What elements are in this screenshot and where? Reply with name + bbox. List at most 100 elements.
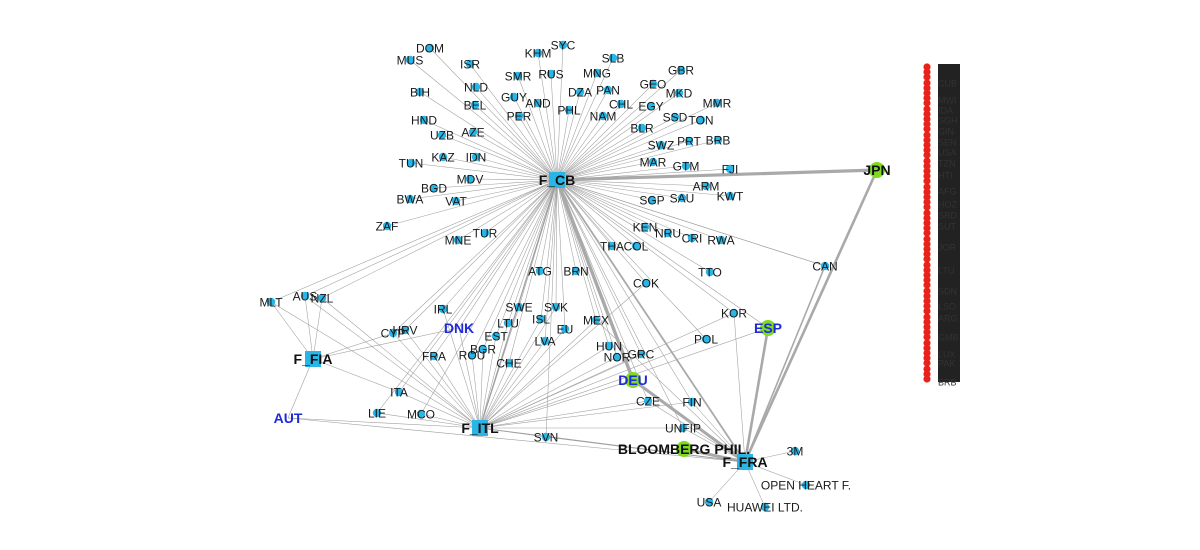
isolated-node[interactable] [923,266,931,274]
node-can[interactable] [820,261,830,271]
node-khm[interactable] [533,48,543,58]
donor-node-esp[interactable] [760,320,776,336]
isolated-node[interactable] [923,84,931,92]
isolated-node[interactable] [923,302,931,310]
node-uzb[interactable] [437,130,447,140]
node-smr[interactable] [513,71,523,81]
node-slb[interactable] [608,53,618,63]
node-atg[interactable] [535,266,545,276]
node-open-heart-f[interactable] [801,480,811,490]
isolated-node[interactable] [923,276,931,284]
node-blr[interactable] [637,123,647,133]
node-nld[interactable] [471,82,481,92]
node-bih[interactable] [415,87,425,97]
isolated-node[interactable] [923,318,931,326]
node-ltu[interactable] [503,318,513,328]
isolated-node[interactable] [923,344,931,352]
isolated-node[interactable] [923,328,931,336]
node-grc[interactable] [636,349,646,359]
isolated-node[interactable] [923,120,931,128]
isolated-node[interactable] [923,177,931,185]
node-mus[interactable] [405,55,415,65]
node-ssd[interactable] [670,112,680,122]
isolated-node[interactable] [923,68,931,76]
node-col[interactable] [631,241,641,251]
node-aze[interactable] [468,127,478,137]
isolated-node[interactable] [923,224,931,232]
isolated-node[interactable] [923,245,931,253]
node-tur[interactable] [480,228,490,238]
node-gbr[interactable] [676,65,686,75]
node-mco[interactable] [416,409,426,419]
node-lva[interactable] [540,336,550,346]
isolated-node[interactable] [923,292,931,300]
isolated-node[interactable] [923,183,931,191]
node-hun[interactable] [604,341,614,351]
node-cri[interactable] [687,233,697,243]
node-ken[interactable] [640,222,650,232]
node-sgp[interactable] [647,195,657,205]
isolated-node[interactable] [923,370,931,378]
hub-node-f-fia[interactable] [305,351,321,367]
node-pol[interactable] [701,334,711,344]
node-cyp[interactable] [388,328,398,338]
isolated-node[interactable] [923,79,931,87]
node-svn[interactable] [541,432,551,442]
donor-node-deu[interactable] [625,372,641,388]
node-3m[interactable] [790,446,800,456]
isolated-node[interactable] [923,261,931,269]
isolated-node[interactable] [923,219,931,227]
node-brb[interactable] [713,135,723,145]
isolated-node[interactable] [923,203,931,211]
node-isr[interactable] [465,59,475,69]
isolated-node[interactable] [923,209,931,217]
isolated-node[interactable] [923,287,931,295]
node-rwa[interactable] [716,235,726,245]
isolated-node[interactable] [923,240,931,248]
donor-node-bloomberg[interactable] [676,441,692,457]
isolated-node[interactable] [923,339,931,347]
node-syc[interactable] [558,40,568,50]
node-phl[interactable] [564,105,574,115]
node-mlt[interactable] [266,297,276,307]
node-guy[interactable] [509,92,519,102]
isolated-node[interactable] [923,188,931,196]
node-cze[interactable] [643,396,653,406]
isolated-node[interactable] [923,198,931,206]
node-mkd[interactable] [674,88,684,98]
node-egy[interactable] [646,101,656,111]
node-mex[interactable] [591,315,601,325]
node-irl[interactable] [438,304,448,314]
node-tha[interactable] [607,241,617,251]
isolated-node[interactable] [923,94,931,102]
node-fji[interactable] [725,164,735,174]
isolated-node[interactable] [923,136,931,144]
node-nru[interactable] [663,228,673,238]
isolated-node[interactable] [923,131,931,139]
isolated-node[interactable] [923,193,931,201]
isolated-node[interactable] [923,89,931,97]
isolated-node[interactable] [923,125,931,133]
node-che[interactable] [504,358,514,368]
isolated-node[interactable] [923,167,931,175]
node-rou[interactable] [467,350,477,360]
isolated-node[interactable] [923,313,931,321]
node-pan[interactable] [603,85,613,95]
node-fin[interactable] [687,397,697,407]
node-vat[interactable] [451,196,461,206]
node-kor[interactable] [729,308,739,318]
node-and[interactable] [533,98,543,108]
isolated-node[interactable] [923,250,931,258]
isolated-node[interactable] [923,229,931,237]
isolated-node[interactable] [923,255,931,263]
hub-node-f-itl[interactable] [472,420,488,436]
isolated-node[interactable] [923,349,931,357]
node-lie[interactable] [372,408,382,418]
isolated-node[interactable] [923,115,931,123]
node-isl[interactable] [536,314,546,324]
node-mar[interactable] [648,157,658,167]
isolated-node[interactable] [923,333,931,341]
isolated-node[interactable] [923,365,931,373]
node-nam[interactable] [598,111,608,121]
node-mdv[interactable] [465,174,475,184]
